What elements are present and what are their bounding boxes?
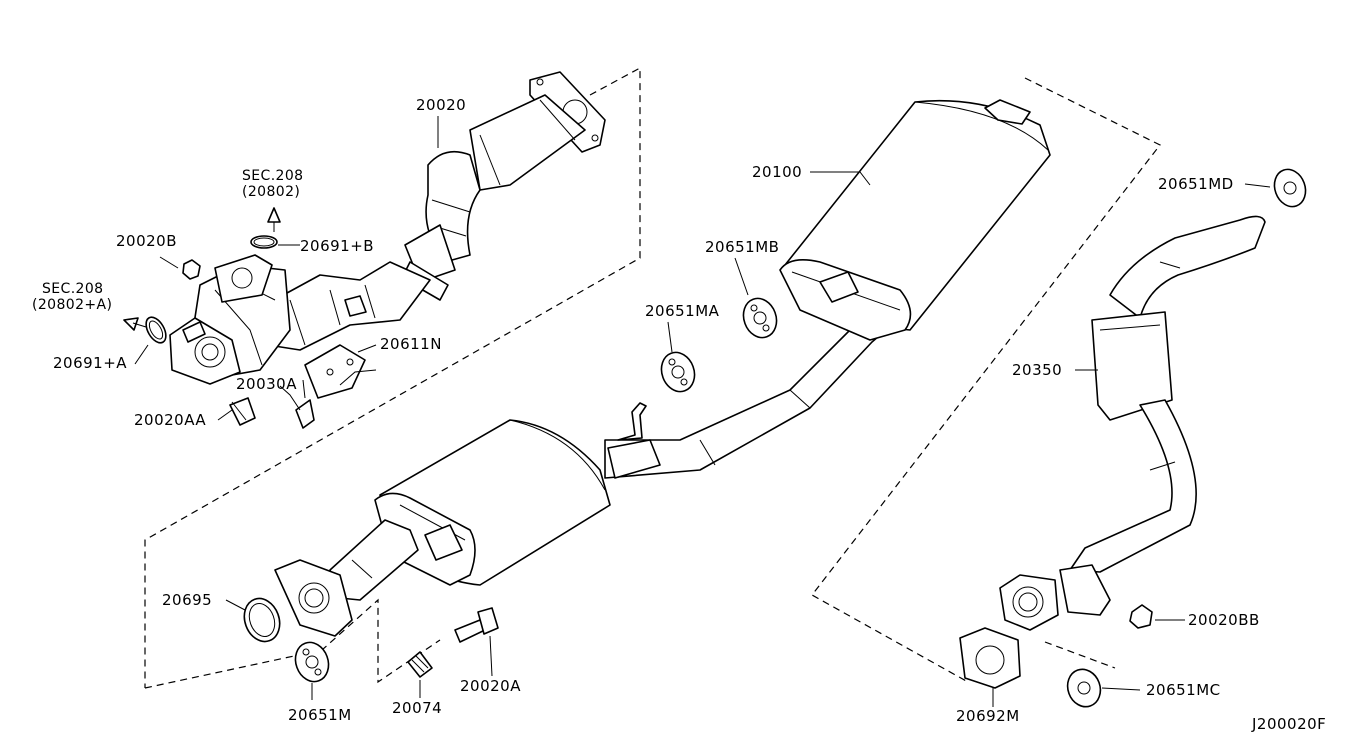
label-20651ma: 20651MA [645, 302, 720, 320]
label-20651m: 20651M [288, 706, 352, 724]
label-20020a: 20020A [460, 677, 521, 695]
label-20074: 20074 [392, 699, 442, 717]
label-20030a: 20030A [236, 375, 297, 393]
label-sec208-a-line2: (20802+A) [32, 297, 112, 313]
leader-lines [134, 116, 1271, 707]
label-20020b: 20020B [116, 232, 177, 250]
assembly-boundaries [144, 66, 1161, 689]
label-20695: 20695 [162, 591, 212, 609]
part-labels: 20020 SEC.208 (20802) 20691+B 20020B SEC… [32, 96, 1326, 733]
diagram-code: J200020F [1251, 715, 1326, 733]
rear-tail-20350 [959, 168, 1307, 708]
label-20651md: 20651MD [1158, 175, 1234, 193]
label-20020bb: 20020BB [1188, 611, 1260, 629]
label-20651mc: 20651MC [1146, 681, 1221, 699]
front-tube-20020 [123, 71, 606, 429]
label-20651mb: 20651MB [705, 238, 779, 256]
label-20100: 20100 [752, 163, 802, 181]
label-20020: 20020 [416, 96, 466, 114]
label-20020aa: 20020AA [134, 411, 206, 429]
main-muffler-20100 [742, 99, 1051, 341]
label-20691-a: 20691+A [53, 354, 127, 372]
label-20691-b: 20691+B [300, 237, 374, 255]
label-20611n: 20611N [380, 335, 442, 353]
label-sec208-b-line1: SEC.208 [242, 168, 303, 184]
label-20692m: 20692M [956, 707, 1020, 725]
label-20350: 20350 [1012, 361, 1062, 379]
label-sec208-b-line2: (20802) [242, 184, 300, 200]
label-sec208-a-line1: SEC.208 [42, 281, 103, 297]
